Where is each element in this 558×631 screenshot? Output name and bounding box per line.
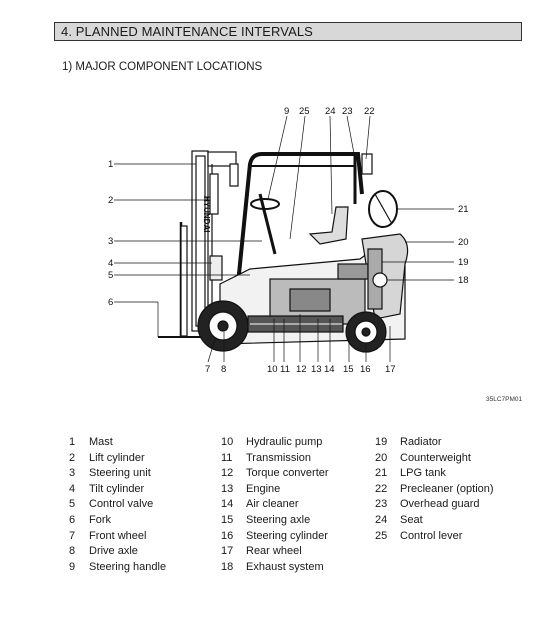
label-11: 11 bbox=[280, 364, 290, 375]
seat bbox=[308, 206, 349, 245]
label-10: 10 bbox=[267, 364, 278, 375]
label-9: 9 bbox=[284, 106, 289, 117]
fork-backrest bbox=[180, 225, 188, 337]
air-cleaner bbox=[337, 263, 369, 280]
label-20: 20 bbox=[458, 237, 469, 248]
section-title: 4. PLANNED MAINTENANCE INTERVALS bbox=[61, 24, 313, 39]
label-13: 13 bbox=[311, 364, 322, 375]
precleaner bbox=[361, 153, 373, 175]
steering-column bbox=[258, 193, 277, 255]
label-25: 25 bbox=[299, 106, 310, 117]
label-7: 7 bbox=[205, 364, 210, 375]
overhead-guard bbox=[236, 152, 364, 285]
label-3: 3 bbox=[108, 236, 113, 247]
label-1: 1 bbox=[108, 159, 113, 170]
subsection-title: 1) MAJOR COMPONENT LOCATIONS bbox=[62, 61, 263, 73]
figure-code: 35LC7PM01 bbox=[486, 396, 523, 403]
label-5: 5 bbox=[108, 270, 113, 281]
label-23: 23 bbox=[342, 106, 353, 117]
steering-wheel bbox=[250, 198, 280, 210]
label-22: 22 bbox=[364, 106, 375, 117]
section-header: 4. PLANNED MAINTENANCE INTERVALS bbox=[54, 22, 522, 41]
label-4: 4 bbox=[108, 258, 113, 269]
tilt-cylinder bbox=[209, 255, 223, 281]
label-24: 24 bbox=[325, 106, 336, 117]
label-12: 12 bbox=[296, 364, 307, 375]
forklift-svg: HYUNDAI 1 2 3 4 5 6 9 25 24 23 22 21 20 … bbox=[108, 106, 469, 375]
label-14: 14 bbox=[324, 364, 335, 375]
lift-cylinder bbox=[209, 173, 219, 215]
mast-top-crossbar bbox=[207, 151, 237, 167]
label-16: 16 bbox=[360, 364, 371, 375]
label-21: 21 bbox=[458, 204, 469, 215]
label-19: 19 bbox=[458, 257, 469, 268]
label-2: 2 bbox=[108, 195, 113, 206]
label-17: 17 bbox=[385, 364, 396, 375]
exhaust bbox=[372, 272, 388, 288]
forklift-diagram: HYUNDAI 1 2 3 4 5 6 9 25 24 23 22 21 20 … bbox=[100, 104, 490, 384]
label-15: 15 bbox=[343, 364, 354, 375]
label-8: 8 bbox=[221, 364, 226, 375]
mast-brand-text: HYUNDAI bbox=[202, 196, 211, 232]
label-6: 6 bbox=[108, 297, 113, 308]
label-18: 18 bbox=[458, 275, 469, 286]
